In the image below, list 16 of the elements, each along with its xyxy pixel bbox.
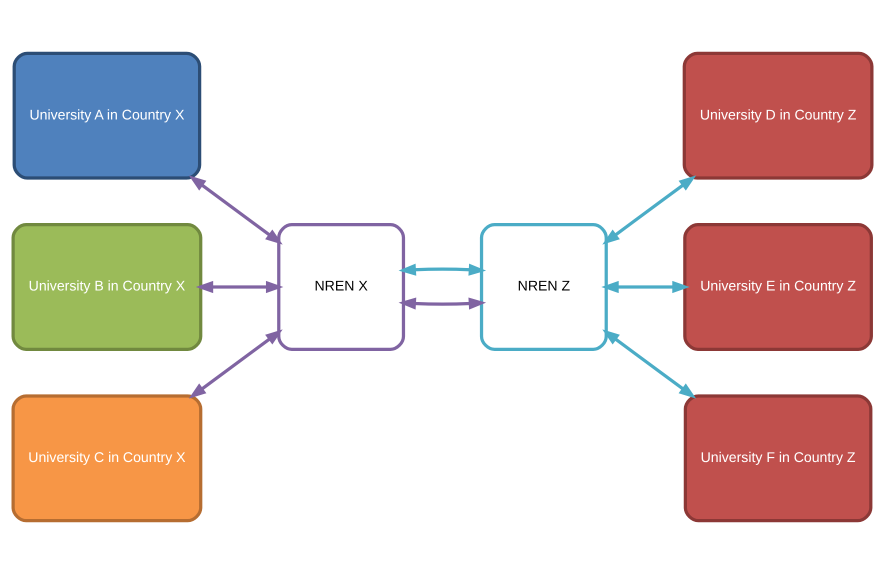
arrow [188, 175, 283, 245]
arrow [196, 280, 284, 294]
node-box: University B in Country X [12, 223, 202, 351]
arrow [188, 329, 283, 399]
node-box: NREN Z [480, 223, 608, 351]
arrow [602, 329, 696, 399]
arrow [398, 264, 486, 276]
node-box: University C in Country X [12, 394, 202, 522]
node-box: University A in Country X [12, 52, 202, 180]
arrow [398, 297, 486, 310]
node-box: University F in Country Z [684, 394, 872, 522]
node-box: University D in Country Z [682, 52, 874, 180]
node-box: NREN X [277, 223, 406, 351]
node-box: University E in Country Z [683, 223, 873, 351]
arrow [602, 175, 696, 245]
arrow [601, 280, 690, 294]
